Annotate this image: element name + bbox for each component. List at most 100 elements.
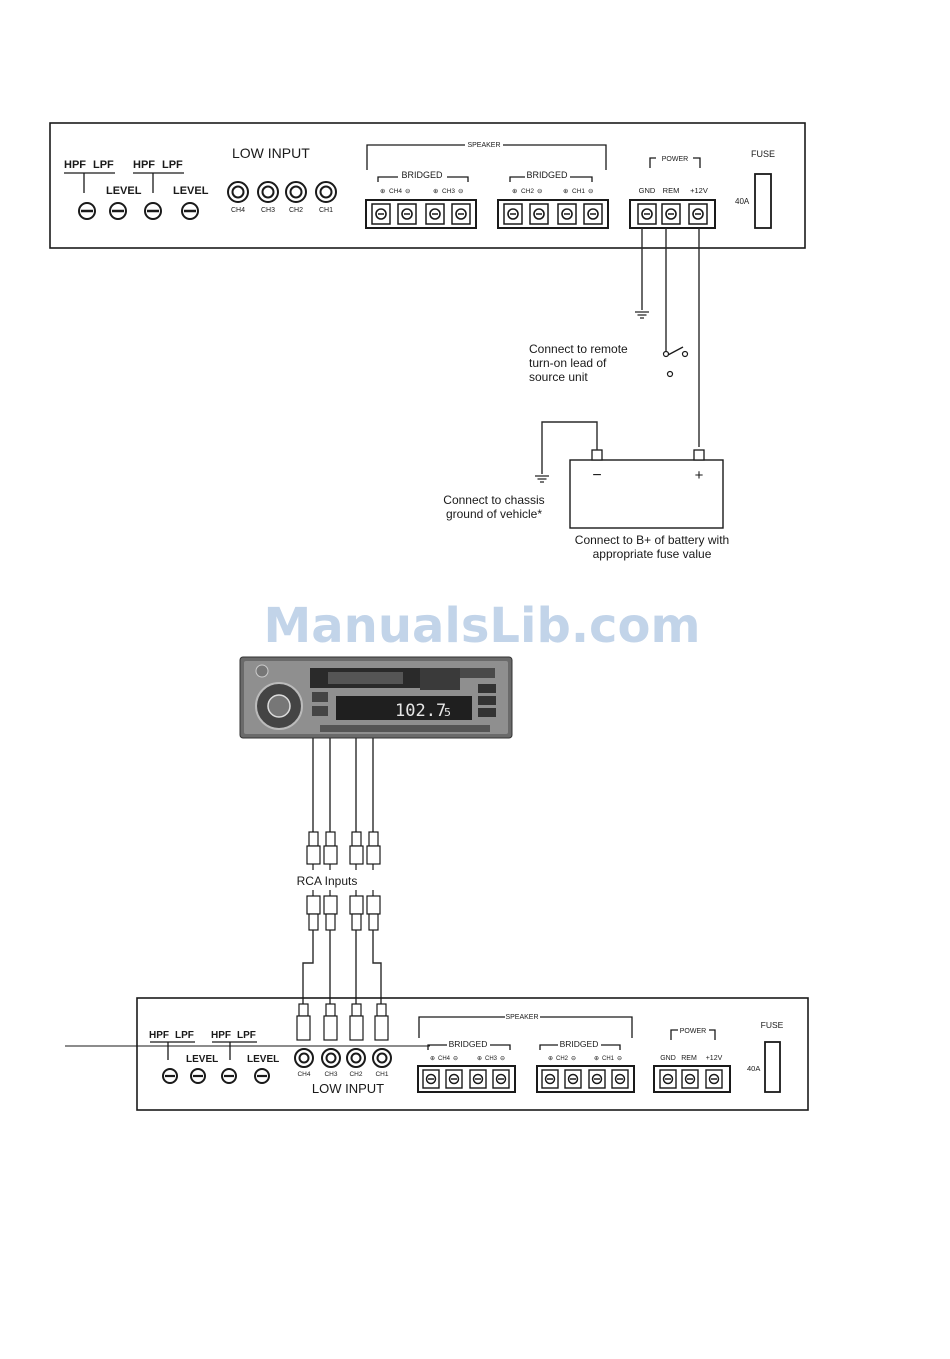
amp-panel-top: HPF LPF LEVEL HPF LPF LEVEL LOW INPUT CH… — [49, 122, 806, 249]
terminal-polarity: ⊖ — [405, 188, 411, 195]
terminal-polarity: ⊕ — [477, 1056, 482, 1062]
level-label: LEVEL — [173, 185, 209, 197]
knob-hpf-2 — [144, 202, 162, 220]
terminal-polarity: ⊕ — [380, 188, 386, 195]
hpf-label: HPF — [64, 159, 86, 171]
channel-label: CH3 — [324, 1071, 337, 1078]
amp-panel-bottom: HPF LPF LEVEL HPF LPF LEVEL CH4 CH3 CH2 … — [65, 997, 809, 1111]
power-terminal-label: GND — [660, 1055, 676, 1062]
switch-icon — [662, 346, 689, 378]
lpf-label: LPF — [162, 159, 183, 171]
terminal-label: CH1 — [572, 188, 585, 195]
knob-lpf-1 — [109, 202, 127, 220]
knob-level-2 — [181, 202, 199, 220]
battery-plus: + — [695, 467, 704, 484]
fuse-value: 40A — [735, 197, 750, 206]
hpf-label: HPF — [133, 159, 155, 171]
power-terminal-label: REM — [663, 186, 680, 195]
power-terminal-label: +12V — [690, 186, 708, 195]
rca-plug — [306, 831, 381, 870]
level-label: LEVEL — [247, 1054, 279, 1065]
terminal-label: CH2 — [521, 188, 534, 195]
hpf-label: HPF — [149, 1030, 169, 1041]
terminal-label: CH3 — [485, 1056, 498, 1062]
terminal-polarity: ⊖ — [588, 188, 594, 195]
speaker-terminal-block — [497, 199, 609, 229]
fuse-label: FUSE — [751, 149, 775, 159]
ground-symbol — [535, 475, 549, 483]
head-unit: 102.7 5 — [239, 656, 513, 739]
display-frequency: 102.7 — [395, 701, 446, 721]
bridged-label: BRIDGED — [401, 170, 443, 180]
rca-jack-ch3 — [257, 181, 279, 203]
rca-jack-ch2 — [285, 181, 307, 203]
speaker-terminal-block — [365, 199, 477, 229]
terminal-label: CH4 — [438, 1056, 451, 1062]
power-terminal-block — [653, 1065, 731, 1093]
terminal-label: CH3 — [442, 188, 455, 195]
speaker-terminal-block — [536, 1065, 635, 1093]
knob-lpf-1 — [190, 1068, 206, 1084]
battery-minus: − — [592, 467, 601, 484]
rca-plug — [296, 1003, 389, 1041]
terminal-polarity: ⊕ — [512, 188, 518, 195]
lpf-label: LPF — [175, 1030, 194, 1041]
low-input-label: LOW INPUT — [312, 1081, 384, 1096]
terminal-polarity: ⊕ — [433, 188, 439, 195]
fuse — [754, 173, 772, 229]
terminal-polarity: ⊖ — [453, 1056, 458, 1062]
power-label: POWER — [662, 156, 688, 163]
fuse — [764, 1041, 781, 1093]
fuse-label: FUSE — [761, 1020, 784, 1030]
rca-jack-ch3 — [321, 1048, 341, 1068]
channel-label: CH2 — [289, 207, 303, 214]
chassis-note: ground of vehicle* — [446, 507, 542, 521]
bridged-label: BRIDGED — [526, 170, 568, 180]
level-label: LEVEL — [186, 1054, 218, 1065]
battery-note: Connect to B+ of battery with — [575, 533, 729, 547]
bridged-label: BRIDGED — [449, 1039, 488, 1049]
terminal-label: CH1 — [602, 1056, 615, 1062]
power-terminal-label: REM — [681, 1055, 697, 1062]
terminal-polarity: ⊕ — [563, 188, 569, 195]
terminal-polarity: ⊕ — [594, 1056, 599, 1062]
terminal-polarity: ⊖ — [500, 1056, 505, 1062]
channel-label: CH1 — [319, 207, 333, 214]
power-wiring: Connect to remote turn-on lead of source… — [443, 228, 729, 561]
speaker-terminal-block — [417, 1065, 516, 1093]
power-label: POWER — [680, 1028, 706, 1035]
rca-jack-ch1 — [372, 1048, 392, 1068]
terminal-polarity: ⊕ — [548, 1056, 553, 1062]
terminal-label: CH4 — [389, 188, 402, 195]
rca-jack-ch4 — [294, 1048, 314, 1068]
terminal-polarity: ⊖ — [458, 188, 464, 195]
power-terminal-label: GND — [639, 186, 656, 195]
speaker-label: SPEAKER — [505, 1014, 538, 1021]
rca-inputs-label: RCA Inputs — [297, 874, 358, 888]
chassis-note: Connect to chassis — [443, 493, 544, 507]
bridged-label: BRIDGED — [560, 1039, 599, 1049]
channel-label: CH2 — [349, 1071, 362, 1078]
hpf-label: HPF — [211, 1030, 231, 1041]
terminal-label: CH2 — [556, 1056, 569, 1062]
knob-hpf-1 — [78, 202, 96, 220]
watermark-text: ManualsLib.com — [264, 598, 701, 654]
terminal-polarity: ⊖ — [617, 1056, 622, 1062]
ground-symbol — [635, 311, 649, 319]
rca-jack-ch4 — [227, 181, 249, 203]
rca-plug — [306, 890, 381, 931]
head-unit-display — [336, 696, 472, 720]
remote-note: source unit — [529, 370, 588, 384]
terminal-polarity: ⊖ — [571, 1056, 576, 1062]
remote-note: turn-on lead of — [529, 356, 607, 370]
low-input-label: LOW INPUT — [232, 145, 310, 161]
rca-jack-ch1 — [315, 181, 337, 203]
knob-hpf-1 — [162, 1068, 178, 1084]
rca-cables: RCA Inputs — [296, 738, 389, 1041]
channel-label: CH1 — [375, 1071, 388, 1078]
channel-label: CH4 — [231, 207, 245, 214]
battery-note: appropriate fuse value — [593, 547, 712, 561]
knob-level-2 — [254, 1068, 270, 1084]
lpf-label: LPF — [93, 159, 114, 171]
